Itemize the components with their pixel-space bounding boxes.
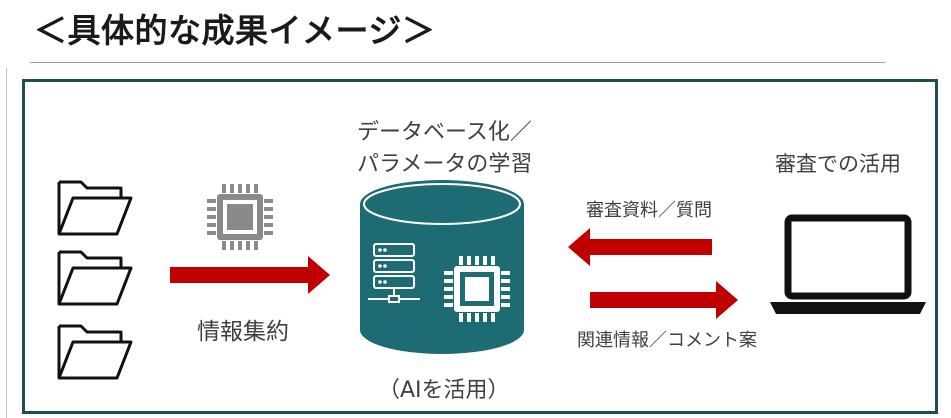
folder-icon	[57, 324, 133, 380]
arrow-right-icon	[170, 256, 330, 294]
folder-icon	[57, 250, 133, 306]
arrow-left-icon	[568, 228, 712, 266]
ai-caption: （AIを活用）	[378, 378, 510, 403]
arrow-to-database-label: 審査資料／質問	[586, 200, 712, 221]
server-network-icon	[368, 243, 420, 303]
database-cylinder-icon	[360, 180, 524, 354]
cpu-chip-icon	[207, 184, 273, 250]
arrow-to-laptop-label: 関連情報／コメント案	[577, 330, 757, 351]
review-usage-label: 審査での活用	[775, 152, 901, 176]
page-title: ＜具体的な成果イメージ＞	[34, 11, 436, 50]
laptop-icon	[770, 214, 926, 314]
folder-icon	[57, 180, 133, 236]
database-caption-line1: データベース化／	[357, 120, 532, 145]
arrow-right-icon	[590, 281, 738, 319]
diagram-frame	[22, 79, 938, 414]
aggregation-label: 情報集約	[197, 319, 289, 345]
title-divider	[30, 62, 885, 63]
left-divider	[6, 68, 7, 418]
database-caption-line2: パラメータの学習	[357, 152, 533, 177]
